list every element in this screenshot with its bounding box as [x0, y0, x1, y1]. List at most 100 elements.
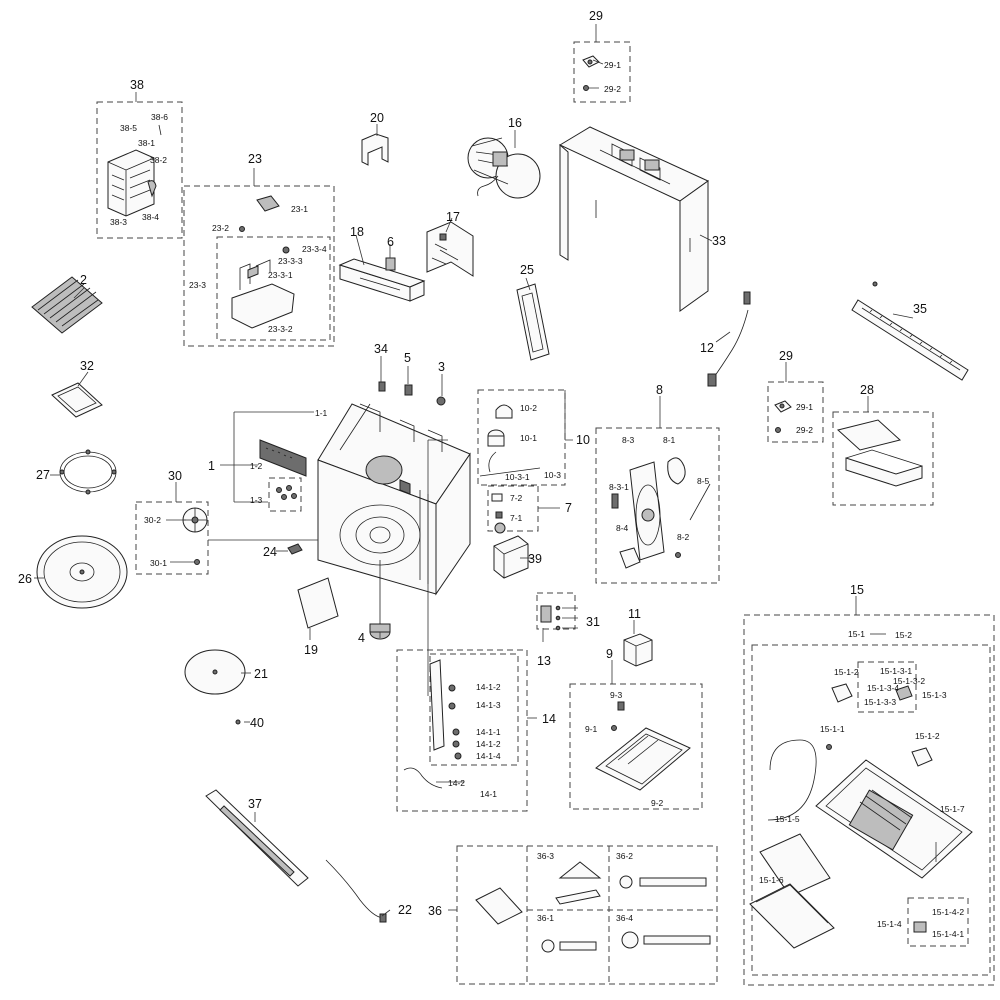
part-10-2-bracket — [495, 404, 513, 419]
label-18: 18 — [350, 225, 364, 239]
label-14: 14 — [542, 712, 556, 726]
group-box-7 — [487, 485, 539, 532]
part-35-vent-bar — [851, 281, 969, 381]
label-36: 36 — [428, 904, 442, 918]
label-14-1-2-top: 14-1-2 — [476, 682, 501, 692]
label-14-1-3: 14-1-3 — [476, 700, 501, 710]
label-26: 26 — [18, 572, 32, 586]
label-15-1-4: 15-1-4 — [877, 919, 902, 929]
label-33: 33 — [712, 234, 726, 248]
label-31: 31 — [586, 615, 600, 629]
part-29-1-bracket-mid — [774, 400, 792, 413]
part-16-fan-motor — [467, 137, 541, 199]
part-23-2-screw — [239, 226, 245, 232]
group-box-15-1-4 — [907, 897, 969, 947]
group-box-15-1 — [751, 644, 991, 976]
group-box-8 — [595, 427, 720, 584]
label-8-2: 8-2 — [677, 532, 690, 542]
label-15-1: 15-1 — [848, 629, 865, 639]
part-21-cover-disk — [184, 649, 246, 695]
label-15-1-7: 15-1-7 — [940, 804, 965, 814]
part-38-assembly — [107, 124, 162, 217]
label-23-3-4: 23-3-4 — [302, 244, 327, 254]
part-30-1-screw — [194, 559, 200, 565]
part-15-1-2-switch-b — [911, 747, 933, 767]
label-8-4: 8-4 — [616, 523, 629, 533]
label-5: 5 — [404, 351, 411, 365]
part-40-screw — [235, 719, 241, 725]
label-15-2: 15-2 — [895, 630, 912, 640]
part-9-1-screw — [611, 725, 617, 731]
label-36-2: 36-2 — [616, 851, 633, 861]
label-38-5: 38-5 — [120, 123, 137, 133]
label-15-1-3-4: 15-1-3-4 — [867, 683, 899, 693]
part-1-3-screws — [276, 485, 297, 500]
label-23-1: 23-1 — [291, 204, 308, 214]
label-17: 17 — [446, 210, 460, 224]
label-14-1-2-bottom: 14-1-2 — [476, 739, 501, 749]
part-14-1-latch-board — [429, 659, 462, 760]
label-9-3: 9-3 — [610, 690, 623, 700]
part-29-2-screw-mid — [775, 427, 781, 433]
group-box-14-1 — [429, 653, 519, 766]
label-35: 35 — [913, 302, 927, 316]
label-23: 23 — [248, 152, 262, 166]
part-6-switch — [385, 257, 396, 271]
part-10-1-capacitor — [487, 429, 505, 447]
label-10-3: 10-3 — [544, 470, 561, 480]
label-38: 38 — [130, 78, 144, 92]
label-1-1: 1-1 — [315, 408, 328, 418]
label-37: 37 — [248, 797, 262, 811]
part-8-2-screw — [675, 552, 681, 558]
part-15-1-7-hood-frame — [815, 759, 973, 879]
label-30: 30 — [168, 469, 182, 483]
label-3: 3 — [438, 360, 445, 374]
part-32-charcoal-filter — [51, 382, 103, 418]
part-17-panel — [426, 221, 474, 277]
part-24-sensor — [287, 543, 303, 555]
label-15-1-4-1: 15-1-4-1 — [932, 929, 964, 939]
group-box-14 — [396, 649, 528, 812]
label-11: 11 — [628, 607, 641, 621]
label-14-1-1: 14-1-1 — [476, 727, 501, 737]
part-36-bag — [475, 887, 523, 925]
label-15-1-2-top: 15-1-2 — [834, 667, 859, 677]
label-7: 7 — [565, 501, 572, 515]
part-34-screw — [378, 381, 386, 392]
label-8-3: 8-3 — [622, 435, 635, 445]
group-box-38 — [96, 101, 183, 239]
part-15-1-5-filter — [759, 833, 831, 897]
label-14-2: 14-2 — [448, 778, 465, 788]
part-15-1-1-screw — [826, 744, 832, 750]
part-18-duct-cover — [338, 258, 426, 302]
label-14-1-4: 14-1-4 — [476, 751, 501, 761]
group-box-23-3 — [216, 236, 331, 341]
label-1: 1 — [208, 459, 215, 473]
group-box-15-1-3 — [857, 661, 917, 713]
label-15-1-4-2: 15-1-4-2 — [932, 907, 964, 917]
part-1-main-cavity — [317, 403, 471, 596]
label-30-2: 30-2 — [144, 515, 161, 525]
label-32: 32 — [80, 359, 94, 373]
label-15-1-3: 15-1-3 — [922, 690, 947, 700]
part-36-2-bolt — [619, 875, 707, 889]
label-24: 24 — [263, 545, 277, 559]
label-15-1-2-bottom: 15-1-2 — [915, 731, 940, 741]
leader-lines — [34, 24, 937, 917]
label-15: 15 — [850, 583, 864, 597]
part-15-1-3-lamp — [895, 685, 913, 701]
label-38-6: 38-6 — [151, 112, 168, 122]
label-38-4: 38-4 — [142, 212, 159, 222]
label-6: 6 — [387, 235, 394, 249]
group-box-15 — [743, 614, 995, 986]
label-15-1-3-3: 15-1-3-3 — [864, 697, 896, 707]
label-36-1: 36-1 — [537, 913, 554, 923]
label-29-1-mid: 29-1 — [796, 402, 813, 412]
label-10-2: 10-2 — [520, 403, 537, 413]
part-28-duct-pieces — [836, 419, 923, 487]
group-box-29-mid — [767, 381, 824, 443]
part-7-2-fuse-holder — [491, 493, 503, 502]
label-23-3-3: 23-3-3 — [278, 256, 303, 266]
part-22-wire-harness — [325, 859, 387, 923]
